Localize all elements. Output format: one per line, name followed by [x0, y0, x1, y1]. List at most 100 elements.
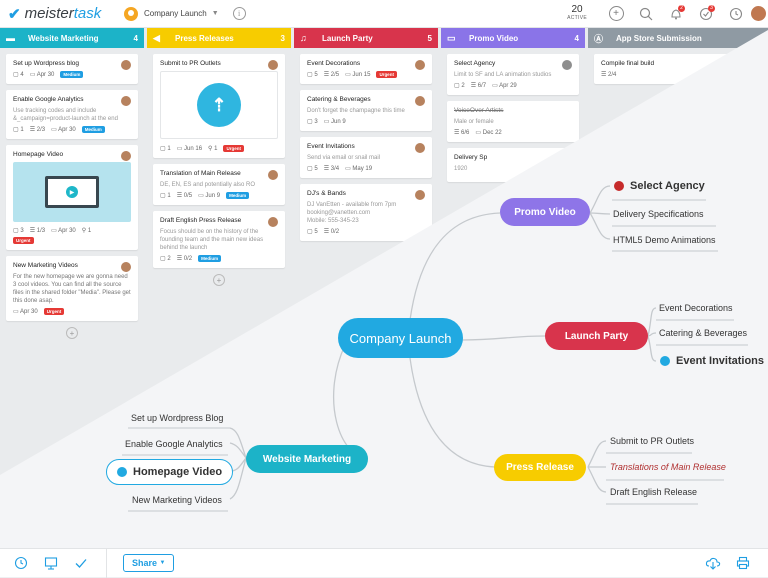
- chevron-down-icon: ▼: [159, 560, 166, 566]
- task-card[interactable]: DJ's & Bands DJ VanEtten - available fro…: [300, 184, 432, 241]
- task-card[interactable]: Catering & Beverages Don't forget the ch…: [300, 90, 432, 131]
- notifications-button[interactable]: 2: [661, 0, 691, 28]
- play-icon: ▶: [66, 186, 78, 198]
- activity-button[interactable]: 3: [691, 0, 721, 28]
- search-button[interactable]: [631, 0, 661, 28]
- blue-dot-icon: [117, 467, 127, 477]
- upload-arrows-icon: ⇡: [197, 83, 241, 127]
- task-card[interactable]: VoiceOver Artists Male or female ☰ 6/6▭ …: [447, 101, 579, 142]
- activity-badge: 3: [708, 4, 715, 12]
- add-task-button[interactable]: +: [213, 274, 225, 286]
- megaphone-icon: ◀: [153, 32, 160, 43]
- check-circle-icon: [699, 7, 713, 20]
- bottom-bar: Share ▼: [0, 548, 768, 578]
- node-promo-video[interactable]: Promo Video: [500, 198, 590, 226]
- info-icon[interactable]: i: [232, 7, 246, 20]
- tasks-button[interactable]: [66, 549, 96, 578]
- app-logo[interactable]: ✔ meistertask: [8, 5, 102, 23]
- task-card[interactable]: Translation of Main Release DE, EN, ES a…: [153, 164, 285, 205]
- add-button[interactable]: +: [601, 0, 631, 28]
- monitor-icon: [44, 557, 58, 570]
- video-thumbnail[interactable]: ▶: [13, 162, 131, 222]
- check-icon: [75, 559, 87, 568]
- cloud-download-button[interactable]: [698, 549, 728, 578]
- column-header[interactable]: ▭ Promo Video 4: [441, 28, 585, 48]
- priority-tag: Medium: [81, 126, 105, 133]
- avatar: [562, 60, 572, 70]
- active-tasks-counter[interactable]: 20 ACTIVE: [567, 3, 587, 21]
- node-catering-beverages[interactable]: Catering & Beverages: [659, 328, 748, 338]
- task-card[interactable]: Draft English Press Release Focus should…: [153, 211, 285, 268]
- avatar: [121, 60, 131, 70]
- clock-icon: [729, 7, 743, 20]
- appstore-icon: Ⓐ: [594, 33, 604, 44]
- node-html5-demo-animations[interactable]: HTML5 Demo Animations: [613, 235, 716, 245]
- avatar: [268, 170, 278, 180]
- top-bar: ✔ meistertask Company Launch ▼ i 20 ACTI…: [0, 0, 768, 28]
- node-new-marketing-videos[interactable]: New Marketing Videos: [132, 495, 222, 505]
- user-avatar[interactable]: [751, 6, 766, 21]
- node-translations-main-release[interactable]: Translations of Main Release: [610, 462, 726, 472]
- column-header[interactable]: Ⓐ App Store Submission: [588, 28, 768, 48]
- search-icon: [639, 7, 653, 20]
- monitor-icon: ▬: [6, 33, 15, 43]
- task-card[interactable]: Select Agency Limit to SF and LA animati…: [447, 54, 579, 95]
- project-selector[interactable]: Company Launch ▼: [124, 6, 219, 21]
- plus-icon: +: [608, 6, 624, 21]
- task-card[interactable]: Homepage Video ▶ ▢ 3☰ 1/3▭ Apr 30⚲ 1 Urg…: [6, 145, 138, 250]
- red-dot-icon: [614, 181, 624, 191]
- mind-map-connectors: [122, 185, 748, 512]
- music-icon: ♫: [300, 33, 307, 43]
- bell-icon: [671, 8, 681, 19]
- add-task-button[interactable]: +: [66, 327, 78, 339]
- avatar: [268, 60, 278, 70]
- column-header[interactable]: ◀ Press Releases 3: [147, 28, 291, 48]
- avatar: [121, 262, 131, 272]
- avatar: [415, 143, 425, 153]
- history-icon: [14, 556, 28, 570]
- avatar: [415, 190, 425, 200]
- column-press-releases: ◀ Press Releases 3 Submit to PR Outlets …: [147, 28, 291, 296]
- center-node[interactable]: Company Launch: [338, 318, 463, 358]
- project-avatar: [124, 6, 138, 21]
- cloud-download-icon: [705, 557, 721, 570]
- task-card[interactable]: New Marketing Videos For the new homepag…: [6, 256, 138, 321]
- avatar: [268, 217, 278, 227]
- attachment-image[interactable]: ⇡: [160, 71, 278, 139]
- chevron-down-icon: ▼: [211, 10, 219, 17]
- node-launch-party[interactable]: Launch Party: [545, 322, 648, 350]
- project-name: Company Launch: [144, 9, 207, 18]
- share-button[interactable]: Share ▼: [123, 554, 175, 572]
- column-header[interactable]: ♫ Launch Party 5: [294, 28, 438, 48]
- node-draft-english-release[interactable]: Draft English Release: [610, 487, 698, 497]
- presentation-button[interactable]: [36, 549, 66, 578]
- priority-tag: Urgent: [376, 71, 397, 78]
- node-press-release[interactable]: Press Release: [494, 454, 586, 481]
- print-button[interactable]: [728, 549, 758, 578]
- node-setup-wordpress-blog[interactable]: Set up Wordpress Blog: [131, 413, 224, 423]
- blue-dot-icon: [660, 356, 670, 366]
- priority-tag: Urgent: [223, 145, 244, 152]
- node-submit-pr-outlets[interactable]: Submit to PR Outlets: [610, 436, 695, 446]
- time-tracking-button[interactable]: [721, 0, 751, 28]
- node-homepage-video-selected[interactable]: Homepage Video: [106, 459, 234, 485]
- column-header[interactable]: ▬ Website Marketing 4: [0, 28, 144, 48]
- node-enable-google-analytics[interactable]: Enable Google Analytics: [125, 439, 223, 449]
- node-event-decorations[interactable]: Event Decorations: [659, 303, 733, 313]
- priority-tag: Urgent: [13, 237, 34, 244]
- node-delivery-specifications[interactable]: Delivery Specifications: [613, 209, 704, 219]
- node-event-invitations[interactable]: Event Invitations: [660, 355, 764, 367]
- node-select-agency[interactable]: Select Agency: [614, 180, 705, 192]
- node-website-marketing[interactable]: Website Marketing: [246, 445, 368, 473]
- tv-icon: ▭: [447, 32, 456, 43]
- history-button[interactable]: [6, 549, 36, 578]
- avatar: [415, 96, 425, 106]
- task-card[interactable]: Event Invitations Send via email or snai…: [300, 137, 432, 178]
- priority-tag: Medium: [60, 71, 84, 78]
- column-promo-video: ▭ Promo Video 4 Select Agency Limit to S…: [441, 28, 585, 194]
- column-website-marketing: ▬ Website Marketing 4 Set up Wordpress b…: [0, 28, 144, 349]
- task-card[interactable]: Enable Google Analytics Use tracking cod…: [6, 90, 138, 139]
